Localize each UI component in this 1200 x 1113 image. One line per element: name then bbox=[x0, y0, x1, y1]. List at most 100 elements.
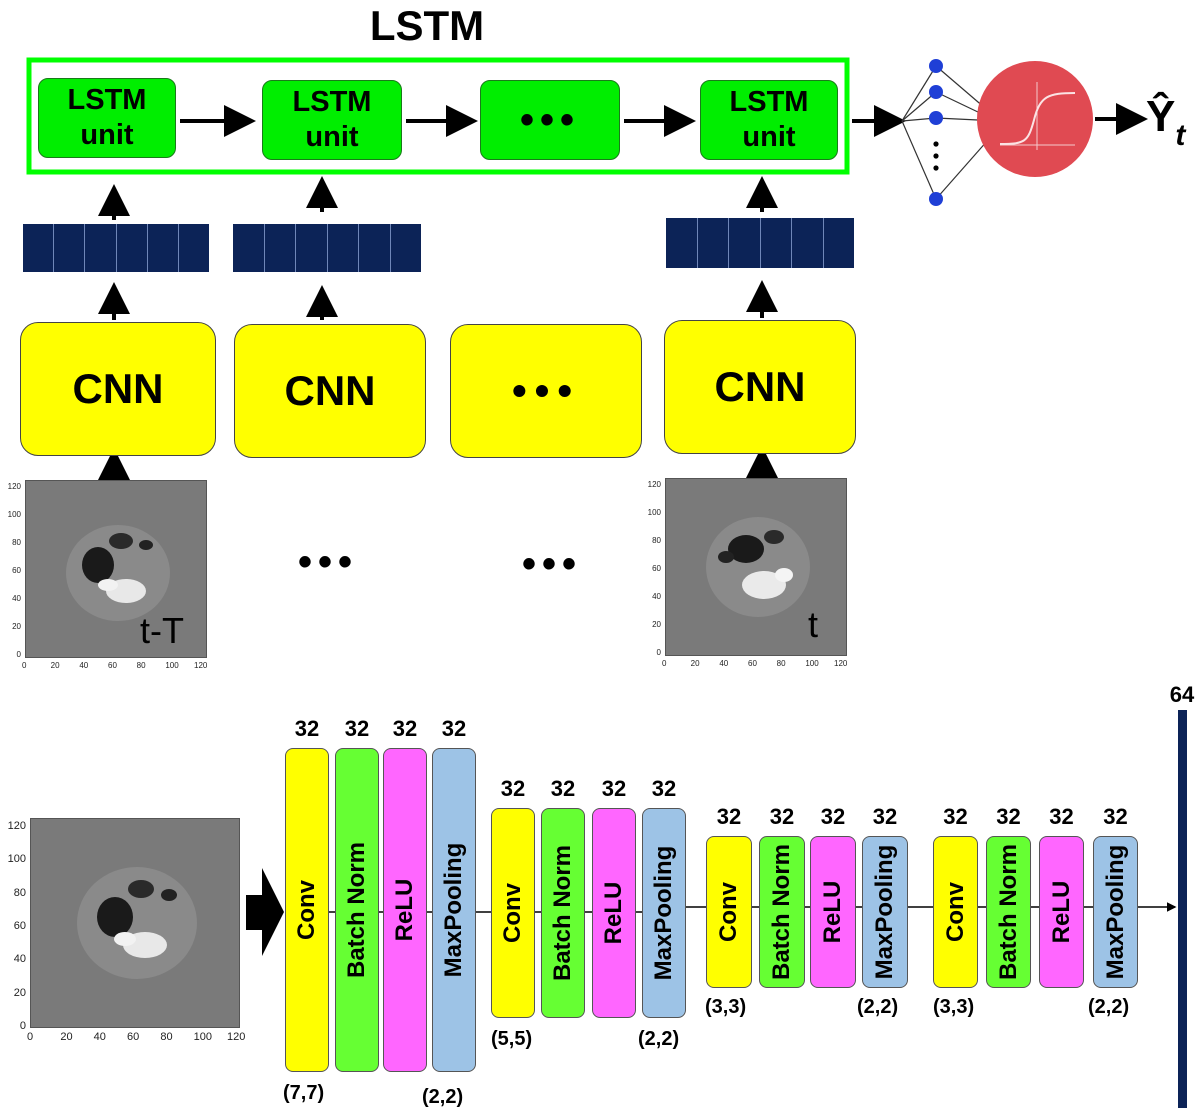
lstm-unit-label: LSTM bbox=[292, 86, 372, 119]
y-tick-label: 80 bbox=[13, 886, 26, 899]
layer-label: Batch Norm bbox=[994, 843, 1022, 981]
x-tick-label: 60 bbox=[127, 1031, 140, 1043]
filter-count: 32 bbox=[1049, 804, 1074, 829]
output-label: Ŷt bbox=[1146, 92, 1185, 152]
layer-label: ReLU bbox=[600, 881, 627, 945]
time-ellipsis: ••• bbox=[522, 542, 583, 586]
x-tick-label: 20 bbox=[50, 661, 60, 670]
layer-label: Conv bbox=[499, 883, 526, 943]
feature-vector bbox=[233, 224, 421, 272]
layer-label: ReLU bbox=[819, 880, 846, 944]
batchnorm-layer: Batch Norm bbox=[335, 748, 379, 1072]
layer-label: Conv bbox=[941, 882, 969, 942]
lstm-unit: LSTM unit bbox=[262, 80, 402, 160]
pool-size: (2,2) bbox=[1088, 996, 1130, 1018]
filter-count: 32 bbox=[943, 804, 968, 829]
lstm-unit-label: unit bbox=[305, 121, 359, 153]
lstm-unit: LSTM unit bbox=[38, 78, 176, 158]
x-tick-label: 80 bbox=[776, 659, 786, 668]
filter-count: 32 bbox=[872, 804, 898, 829]
x-tick-label: 100 bbox=[193, 1031, 213, 1043]
sunspot-icon bbox=[66, 525, 170, 621]
x-tick-label: 100 bbox=[805, 659, 819, 668]
filter-count: 32 bbox=[716, 804, 742, 829]
x-tick-label: 80 bbox=[160, 1031, 173, 1043]
y-tick-label: 60 bbox=[13, 920, 26, 932]
x-tick-label: 80 bbox=[136, 661, 146, 670]
filter-count: 32 bbox=[820, 804, 846, 829]
magnetogram-image bbox=[25, 480, 207, 658]
y-tick-label: 80 bbox=[12, 538, 21, 547]
layer-label: Batch Norm bbox=[343, 841, 370, 979]
lstm-unit-label: LSTM bbox=[67, 84, 147, 117]
y-tick-label: 100 bbox=[7, 853, 26, 866]
conv-layer: Conv bbox=[933, 836, 978, 988]
lstm-ellipsis: ••• bbox=[519, 98, 580, 142]
layer-label: Conv bbox=[293, 880, 320, 940]
lstm-unit-label: LSTM bbox=[729, 86, 809, 119]
conv-layer: Conv bbox=[285, 748, 329, 1072]
kernel-size: (3,3) bbox=[705, 996, 747, 1018]
maxpool-layer: MaxPooling bbox=[432, 748, 476, 1072]
sigmoid-node bbox=[977, 61, 1093, 177]
dense-node bbox=[929, 59, 943, 73]
y-tick-label: 40 bbox=[12, 594, 21, 603]
filter-count: 32 bbox=[392, 716, 418, 741]
relu-layer: ReLU bbox=[810, 836, 856, 988]
dense-layer bbox=[901, 59, 989, 206]
output-size-label: 64 bbox=[1169, 682, 1195, 707]
filter-count: 32 bbox=[996, 804, 1021, 829]
x-tick-label: 0 bbox=[22, 661, 27, 670]
x-tick-label: 0 bbox=[662, 659, 667, 668]
lstm-unit-ellipsis: ••• bbox=[480, 80, 620, 160]
y-tick-label: 80 bbox=[652, 536, 661, 545]
conv-layer: Conv bbox=[491, 808, 535, 1018]
y-tick-label: 120 bbox=[647, 480, 661, 489]
filter-count: 32 bbox=[601, 776, 627, 801]
output-symbol: Ŷ bbox=[1146, 92, 1176, 141]
cnn-box: CNN bbox=[234, 324, 426, 458]
layer-label: MaxPooling bbox=[650, 845, 677, 981]
filter-count: 32 bbox=[1103, 804, 1128, 829]
batchnorm-layer: Batch Norm bbox=[986, 836, 1031, 988]
filter-count: 32 bbox=[769, 804, 795, 829]
cnn-box-ellipsis: ••• bbox=[450, 324, 642, 458]
kernel-size: (7,7) bbox=[283, 1082, 325, 1104]
layer-label: MaxPooling bbox=[871, 844, 898, 980]
x-tick-label: 20 bbox=[690, 659, 700, 668]
x-tick-label: 0 bbox=[27, 1031, 34, 1043]
dense-node bbox=[929, 192, 943, 206]
y-tick-label: 0 bbox=[656, 648, 661, 657]
time-label-first: t-T bbox=[140, 610, 184, 651]
pool-size: (2,2) bbox=[638, 1028, 680, 1050]
y-tick-label: 0 bbox=[19, 1020, 26, 1032]
layer-label: Batch Norm bbox=[768, 843, 795, 981]
x-tick-label: 20 bbox=[60, 1031, 73, 1043]
y-tick-label: 100 bbox=[7, 510, 21, 519]
lstm-unit-label: unit bbox=[742, 121, 796, 153]
maxpool-layer: MaxPooling bbox=[1093, 836, 1138, 988]
layer-label: MaxPooling bbox=[440, 842, 467, 978]
lstm-unit: LSTM unit bbox=[700, 80, 838, 160]
sunspot-icon bbox=[77, 867, 197, 979]
filter-count: 32 bbox=[441, 716, 467, 741]
x-tick-label: 40 bbox=[93, 1031, 106, 1043]
magnetogram-image bbox=[30, 818, 240, 1028]
filter-count: 32 bbox=[651, 776, 677, 801]
batchnorm-layer: Batch Norm bbox=[541, 808, 585, 1018]
x-tick-label: 120 bbox=[227, 1031, 246, 1043]
time-ellipsis: ••• bbox=[298, 540, 359, 584]
y-tick-label: 0 bbox=[16, 650, 21, 659]
relu-layer: ReLU bbox=[592, 808, 636, 1018]
filter-count: 32 bbox=[344, 716, 370, 741]
pool-size: (2,2) bbox=[857, 996, 899, 1018]
pool-size: (2,2) bbox=[422, 1086, 464, 1108]
conv-layer: Conv bbox=[706, 836, 752, 988]
layer-label: ReLU bbox=[1047, 880, 1075, 944]
dense-node bbox=[929, 85, 943, 99]
y-tick-label: 20 bbox=[13, 986, 26, 999]
